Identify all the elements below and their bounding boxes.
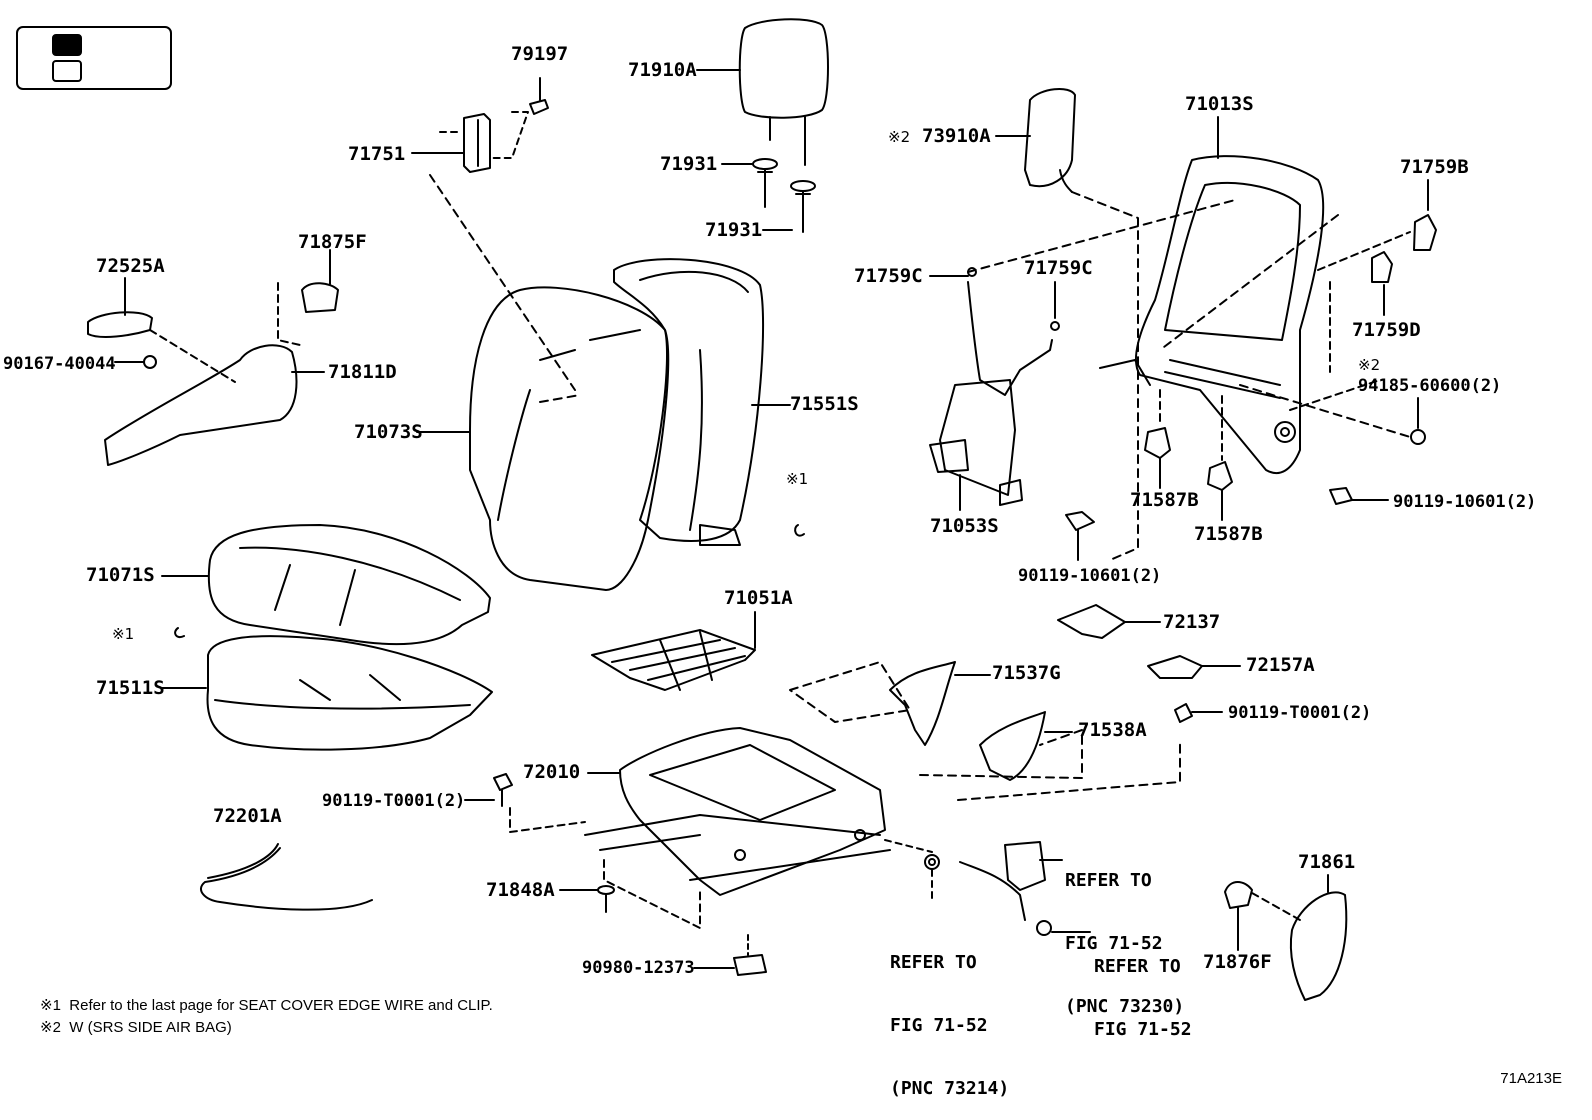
edge-wire-drawing	[200, 843, 373, 911]
refer-note-line: REFER TO	[1065, 870, 1152, 891]
note-mark: ※2	[1358, 356, 1381, 374]
headrest-guide-drawing	[721, 158, 816, 233]
part-label[interactable]: 71931	[705, 219, 763, 241]
cover-72137-drawing	[1057, 604, 1241, 679]
note-mark: ※1	[786, 470, 809, 488]
part-label[interactable]: 72010	[523, 761, 581, 783]
refer-note-line: (PNC 73230)	[1065, 996, 1185, 1017]
part-label[interactable]: 90119-T0001(2)	[1228, 703, 1372, 723]
footnote-text: W (SRS SIDE AIR BAG)	[69, 1019, 232, 1036]
refer-note[interactable]: REFER TO FIG 71-52	[1094, 914, 1192, 1061]
bolt-drawing	[1065, 487, 1389, 561]
part-label[interactable]: 71053S	[930, 515, 999, 537]
part-label[interactable]: 71759C	[854, 265, 923, 287]
frame-trim-drawing	[929, 179, 1437, 445]
legend-swatch-empty	[52, 60, 82, 82]
part-label[interactable]: 71759C	[1024, 257, 1093, 279]
note-mark: ※1	[112, 625, 135, 643]
part-label[interactable]: 71551S	[790, 393, 859, 415]
part-label[interactable]: 71071S	[86, 564, 155, 586]
part-label[interactable]: 71073S	[354, 421, 423, 443]
seat-cushion-drawing	[161, 524, 491, 646]
part-label[interactable]: 90167-40044	[3, 354, 116, 374]
part-label[interactable]: 73910A	[922, 125, 991, 147]
refer-note[interactable]: REFER TO FIG 71-52 (PNC 73214)	[890, 910, 1009, 1120]
part-label[interactable]: 71931	[660, 153, 718, 175]
part-label[interactable]: 72157A	[1246, 654, 1315, 676]
part-label[interactable]: 71587B	[1130, 489, 1199, 511]
belt-buckle-drawing	[884, 839, 1091, 936]
legend-swatch-filled	[52, 34, 82, 56]
part-label[interactable]: 71751	[348, 143, 406, 165]
part-label[interactable]: 72525A	[96, 255, 165, 277]
part-label[interactable]: 71876F	[1203, 951, 1272, 973]
legend-box	[16, 26, 172, 90]
part-label[interactable]: 71587B	[1194, 523, 1263, 545]
side-trim-drawing	[1224, 874, 1348, 1001]
refer-note-line: REFER TO	[1094, 956, 1181, 977]
part-label[interactable]: 71861	[1298, 851, 1356, 873]
part-label[interactable]: 71538A	[1078, 719, 1147, 741]
bracket-71751-drawing	[411, 77, 549, 173]
seat-track-drawing	[584, 727, 891, 896]
footnote-1: ※1 Refer to the last page for SEAT COVER…	[40, 996, 493, 1014]
armrest-drawing	[87, 249, 339, 466]
seat-back-cover-drawing	[613, 258, 791, 546]
lumbar-support-drawing	[929, 281, 1053, 511]
refer-note[interactable]: REFER TO FIG 71-52 (PNC 73230)	[1065, 828, 1184, 1038]
footnote-mark: ※2	[40, 1019, 61, 1036]
part-label[interactable]: 72201A	[213, 805, 282, 827]
refer-note-line: FIG 71-52	[1065, 933, 1163, 954]
part-label[interactable]: 71013S	[1185, 93, 1254, 115]
refer-note-line: FIG 71-52	[890, 1015, 988, 1036]
refer-note-line: REFER TO	[890, 952, 977, 973]
footnote-2: ※2 W (SRS SIDE AIR BAG)	[40, 1018, 232, 1036]
part-label[interactable]: 72137	[1163, 611, 1221, 633]
clip-drawing	[794, 524, 805, 537]
cover-71537g-drawing	[789, 661, 1223, 801]
track-fastener-drawing	[464, 773, 767, 976]
part-label[interactable]: 71051A	[724, 587, 793, 609]
part-label[interactable]: 71759B	[1400, 156, 1469, 178]
refer-note-line: FIG 71-52	[1094, 1019, 1192, 1040]
part-label[interactable]: 94185-60600(2)	[1358, 376, 1502, 396]
side-airbag-drawing	[995, 88, 1139, 561]
cover-71587b-drawing	[1144, 389, 1233, 521]
part-label[interactable]: 90119-10601(2)	[1393, 492, 1537, 512]
part-label[interactable]: 79197	[511, 43, 569, 65]
part-label[interactable]: 90119-10601(2)	[1018, 566, 1162, 586]
note-mark: ※2	[888, 128, 911, 146]
part-label[interactable]: 71759D	[1352, 319, 1421, 341]
footnote-mark: ※1	[40, 997, 61, 1014]
seat-back-cushion-drawing	[416, 174, 670, 591]
diagram-code: 71A213E	[1500, 1070, 1562, 1087]
part-label[interactable]: 90119-T0001(2)	[322, 791, 466, 811]
part-label[interactable]: 71848A	[486, 879, 555, 901]
refer-note-line: (PNC 73214)	[890, 1078, 1010, 1099]
part-label[interactable]: 71910A	[628, 59, 697, 81]
part-label[interactable]: 71875F	[298, 231, 367, 253]
part-label[interactable]: 71537G	[992, 662, 1061, 684]
part-label[interactable]: 71811D	[328, 361, 397, 383]
seat-back-frame-drawing	[967, 116, 1411, 475]
footnote-text: Refer to the last page for SEAT COVER ED…	[69, 997, 493, 1014]
seat-spring-drawing	[591, 611, 756, 691]
headrest-drawing	[696, 18, 829, 166]
seat-cushion-cover-drawing	[161, 635, 493, 751]
part-label[interactable]: 90980-12373	[582, 958, 695, 978]
part-label[interactable]: 71511S	[96, 677, 165, 699]
